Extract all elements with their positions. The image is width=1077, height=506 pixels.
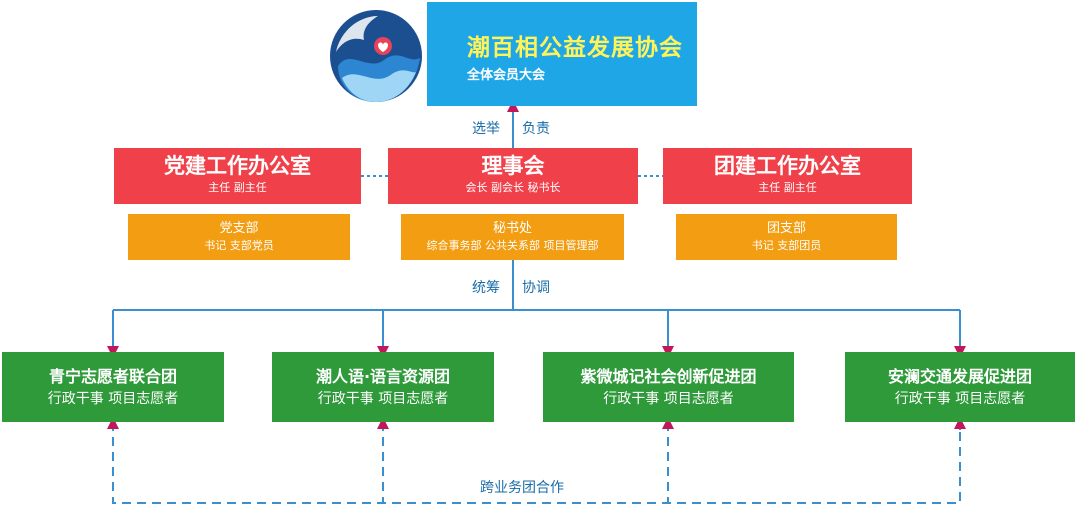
league-office-box: 团建工作办公室 主任 副主任	[663, 148, 912, 204]
party-office-title: 党建工作办公室	[164, 154, 311, 178]
league-branch-title: 团支部	[766, 221, 806, 236]
secretariat-title: 秘书处	[492, 221, 532, 236]
coordinate-label-a: 统筹	[472, 280, 500, 296]
team-roles: 行政干事 项目志愿者	[317, 391, 449, 407]
team-title: 青宁志愿者联合团	[48, 367, 177, 386]
party-office-roles: 主任 副主任	[208, 181, 267, 194]
association-subtitle: 全体会员大会	[467, 68, 546, 83]
party-branch-box: 党支部 书记 支部党员	[128, 214, 350, 260]
team-roles: 行政干事 项目志愿者	[894, 391, 1026, 407]
responsible-label: 负责	[522, 121, 550, 137]
team-title: 紫微城记社会创新促进团	[580, 367, 757, 386]
general-assembly-box: 潮百相公益发展协会 全体会员大会	[427, 2, 697, 106]
cross-team-label: 跨业务团合作	[480, 480, 564, 496]
league-office-roles: 主任 副主任	[758, 181, 817, 194]
league-branch-roles: 书记 支部团员	[751, 239, 822, 252]
association-logo-icon	[330, 10, 422, 102]
team-title: 潮人语·语言资源团	[315, 367, 451, 386]
party-branch-roles: 书记 支部党员	[204, 239, 274, 252]
council-box: 理事会 会长 副会长 秘书长	[388, 148, 638, 204]
team-roles: 行政干事 项目志愿者	[47, 391, 179, 407]
secretariat-roles: 综合事务部 公共关系部 项目管理部	[426, 239, 599, 252]
cross-team-loop	[112, 422, 961, 504]
team-title: 安澜交通发展促进团	[887, 367, 1032, 386]
coordinate-label-b: 协调	[522, 280, 550, 296]
council-title: 理事会	[481, 154, 545, 178]
league-office-title: 团建工作办公室	[714, 154, 861, 178]
team-box-1: 青宁志愿者联合团 行政干事 项目志愿者	[2, 352, 224, 422]
party-branch-title: 党支部	[219, 221, 259, 236]
league-branch-box: 团支部 书记 支部团员	[676, 214, 897, 260]
team-box-2: 潮人语·语言资源团 行政干事 项目志愿者	[272, 352, 494, 422]
secretariat-box: 秘书处 综合事务部 公共关系部 项目管理部	[401, 214, 624, 260]
elect-label: 选举	[472, 121, 500, 137]
team-box-4: 安澜交通发展促进团 行政干事 项目志愿者	[845, 352, 1075, 422]
party-office-box: 党建工作办公室 主任 副主任	[114, 148, 361, 204]
council-roles: 会长 副会长 秘书长	[465, 181, 561, 194]
team-roles: 行政干事 项目志愿者	[603, 391, 734, 407]
association-title: 潮百相公益发展协会	[467, 35, 683, 61]
team-box-3: 紫微城记社会创新促进团 行政干事 项目志愿者	[543, 352, 794, 422]
